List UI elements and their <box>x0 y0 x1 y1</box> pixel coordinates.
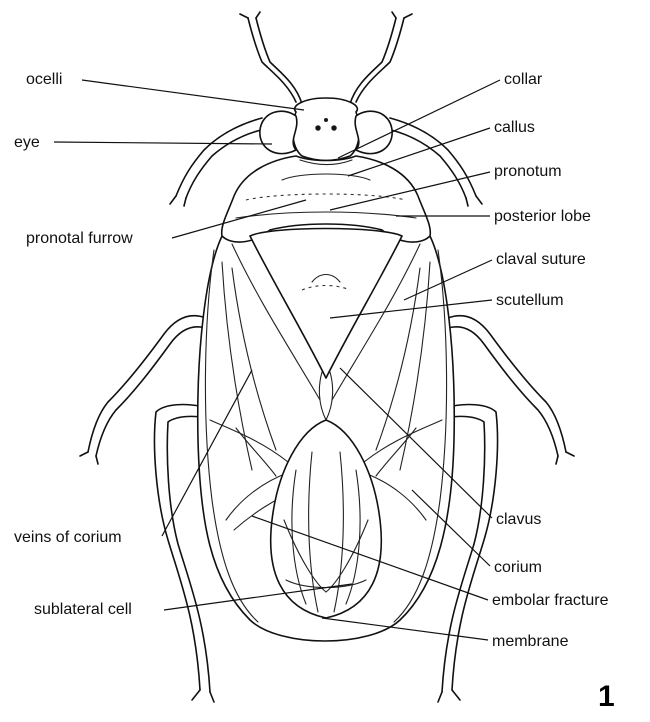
insect-body <box>198 98 455 641</box>
label-embolar-fracture: embolar fracture <box>492 592 609 609</box>
label-claval-suture: claval suture <box>496 251 586 268</box>
label-sublateral-cell: sublateral cell <box>34 601 132 618</box>
figure-number: 1 <box>598 680 615 713</box>
label-ocelli: ocelli <box>26 71 62 88</box>
label-posterior-lobe: posterior lobe <box>494 208 591 225</box>
label-pronotum: pronotum <box>494 163 562 180</box>
eye-left <box>260 111 297 153</box>
label-veins-of-corium: veins of corium <box>14 529 122 546</box>
label-clavus: clavus <box>496 511 541 528</box>
antennae <box>240 12 412 104</box>
label-corium: corium <box>494 559 542 576</box>
label-pronotal-furrow: pronotal furrow <box>26 230 133 247</box>
label-scutellum: scutellum <box>496 292 564 309</box>
label-membrane: membrane <box>492 633 569 650</box>
label-collar: collar <box>504 71 543 88</box>
label-callus: callus <box>494 119 535 136</box>
label-eye: eye <box>14 134 40 151</box>
head <box>293 98 360 161</box>
